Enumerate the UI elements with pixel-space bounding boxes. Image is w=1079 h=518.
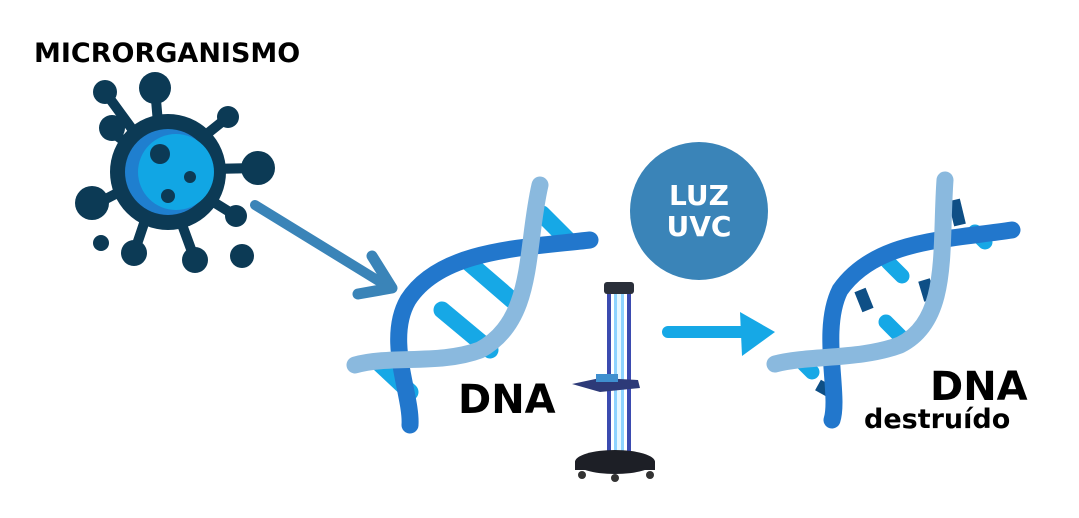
uv-lamp-icon <box>572 282 655 482</box>
uv-light-line2: UVC <box>666 210 732 243</box>
destroyed-dna-label: DNA <box>930 364 1028 410</box>
uv-light-badge: LUZ UVC <box>630 142 768 280</box>
virus-icon <box>75 72 275 273</box>
uv-light-line1: LUZ <box>669 179 729 212</box>
dna-helix-icon <box>346 176 599 434</box>
destroyed-dna-sublabel: destruído <box>864 404 1011 435</box>
broken-dna-icon <box>766 171 1021 429</box>
arrow-right-down-icon <box>250 200 398 300</box>
dna-label: DNA <box>458 377 556 423</box>
microorganism-title: MICRORGANISMO <box>34 38 301 69</box>
arrow-right-icon <box>662 312 775 356</box>
